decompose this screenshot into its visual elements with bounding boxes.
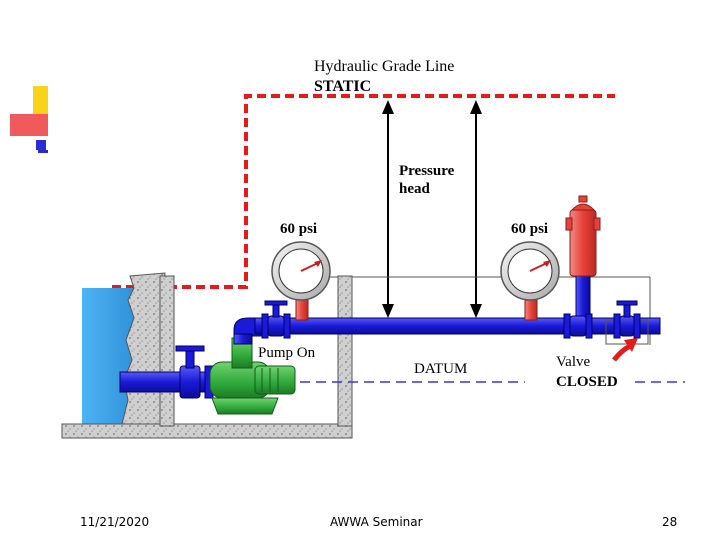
hydrant <box>565 195 601 321</box>
valve-state-label: CLOSED <box>556 374 618 390</box>
hgl-title: Hydraulic Grade Line <box>314 58 454 75</box>
pump <box>209 337 296 415</box>
gauge-right <box>500 241 560 321</box>
gauge-right-label: 60 psi <box>511 221 548 237</box>
slide-decoration <box>10 86 48 160</box>
suction-valve <box>175 345 214 399</box>
datum-label: DATUM <box>414 361 467 377</box>
valve-label: Valve <box>556 354 590 370</box>
gauge-left-label: 60 psi <box>280 221 317 237</box>
closed-valve <box>605 300 649 345</box>
footer-date: 11/21/2020 <box>80 515 150 529</box>
pump-label: Pump On <box>258 345 316 361</box>
footer-page-number: 28 <box>662 515 678 529</box>
pressure-head-label-line2: head <box>399 181 431 197</box>
pressure-head-arrows <box>382 100 482 318</box>
pressure-head-label-line1: Pressure <box>399 163 455 179</box>
gauge-left <box>271 241 331 321</box>
hgl-subtitle: STATIC <box>314 78 371 95</box>
hydrant-valve <box>563 313 593 339</box>
closed-valve-arrow <box>612 338 638 362</box>
hgl-static-line <box>112 94 615 289</box>
discharge-valve <box>261 300 291 339</box>
footer-title: AWWA Seminar <box>330 515 423 529</box>
main-pipe <box>254 317 661 335</box>
